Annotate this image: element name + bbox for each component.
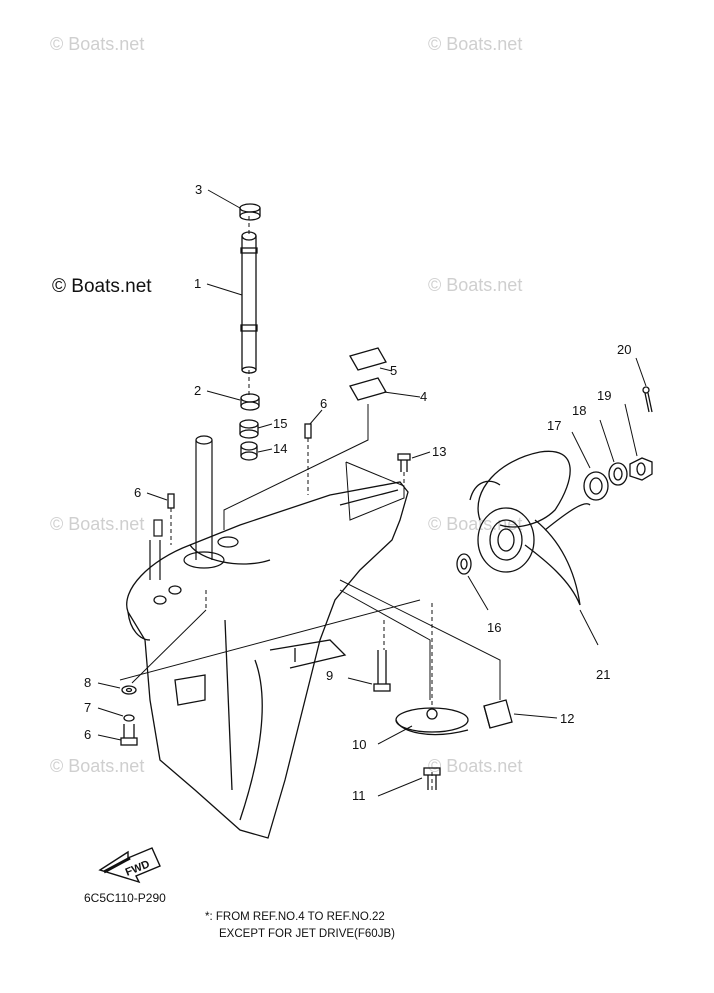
diagram-code: 6C5C110-P290 xyxy=(84,891,166,905)
lower-case-housing xyxy=(126,481,409,839)
callout-17: 16 xyxy=(487,620,501,635)
bolt-part-7 xyxy=(120,724,138,746)
oil-seal-part-2 xyxy=(240,393,260,411)
watermark-center-right: © Boats.net xyxy=(428,514,522,534)
cotter-pin-part-21 xyxy=(642,386,653,413)
watermark-main: © Boats.net xyxy=(52,276,152,297)
fwd-arrow-icon: FWD xyxy=(98,847,161,884)
dowel-pins-part-6 xyxy=(167,423,312,509)
callout-4: 4 xyxy=(420,389,427,404)
callout-22: 21 xyxy=(596,667,610,682)
watermark-group: © Boats.net © Boats.net © Boats.net © Bo… xyxy=(50,34,522,776)
shaft-bushing-part-3 xyxy=(239,203,261,221)
callout-11: 10 xyxy=(352,737,366,752)
thrust-washer-part-17 xyxy=(456,553,472,575)
callout-10: 9 xyxy=(326,668,333,683)
propeller-nut-part-20 xyxy=(629,457,653,481)
bolt-part-10 xyxy=(373,650,391,692)
callout-13: 12 xyxy=(560,711,574,726)
callout-15: 14 xyxy=(273,441,287,456)
watermark-mid-right: © Boats.net xyxy=(428,275,522,295)
watermark-bottom-left: © Boats.net xyxy=(50,756,144,776)
anode-part-13 xyxy=(483,699,513,729)
assembly-dash-lines xyxy=(170,216,433,790)
washer-part-8 xyxy=(123,714,135,722)
bushing-part-16 xyxy=(239,419,259,439)
watermark-bottom-right: © Boats.net xyxy=(428,756,522,776)
note-line-1: *: FROM REF.NO.4 TO REF.NO.22 xyxy=(205,911,385,923)
callout-6-lower: 6 xyxy=(134,485,141,500)
callout-19: 18 xyxy=(572,403,586,418)
propeller-part-22 xyxy=(469,450,591,606)
trim-tab-part-11 xyxy=(395,707,469,736)
callout-12: 11 xyxy=(352,788,366,803)
callout-18: 17 xyxy=(547,418,561,433)
bolt-part-14 xyxy=(397,453,411,472)
callout-numbers: 3 1 2 5 4 6 15 14 13 6 17 18 19 20 16 21… xyxy=(84,182,631,803)
callout-21: 20 xyxy=(617,342,631,357)
callout-9: 8 xyxy=(84,675,91,690)
callout-20: 19 xyxy=(597,388,611,403)
cover-part-5 xyxy=(349,347,387,371)
callout-7: 6 xyxy=(84,727,91,742)
callout-14: 13 xyxy=(432,444,446,459)
callout-2: 2 xyxy=(194,383,201,398)
watermark-center-left: © Boats.net xyxy=(50,514,144,534)
callout-3: 3 xyxy=(195,182,202,197)
watermark-top-right: © Boats.net xyxy=(428,34,522,54)
drive-shaft xyxy=(240,231,258,374)
seal-part-4 xyxy=(349,377,387,401)
note-line-2: EXCEPT FOR JET DRIVE(F60JB) xyxy=(219,928,395,940)
spacer-part-18 xyxy=(583,471,609,501)
callout-16: 15 xyxy=(273,416,287,431)
washer-part-19 xyxy=(608,462,628,486)
callout-6-upper: 6 xyxy=(320,396,327,411)
assembly-solid-lines xyxy=(119,404,501,700)
callout-1: 1 xyxy=(194,276,201,291)
callout-5: 5 xyxy=(390,363,397,378)
washer-part-9 xyxy=(121,685,137,695)
callout-leaders xyxy=(97,189,647,797)
collar-part-15 xyxy=(240,441,258,461)
callout-8: 7 xyxy=(84,700,91,715)
watermark-top-left: © Boats.net xyxy=(50,34,144,54)
housing-studs xyxy=(149,435,239,605)
